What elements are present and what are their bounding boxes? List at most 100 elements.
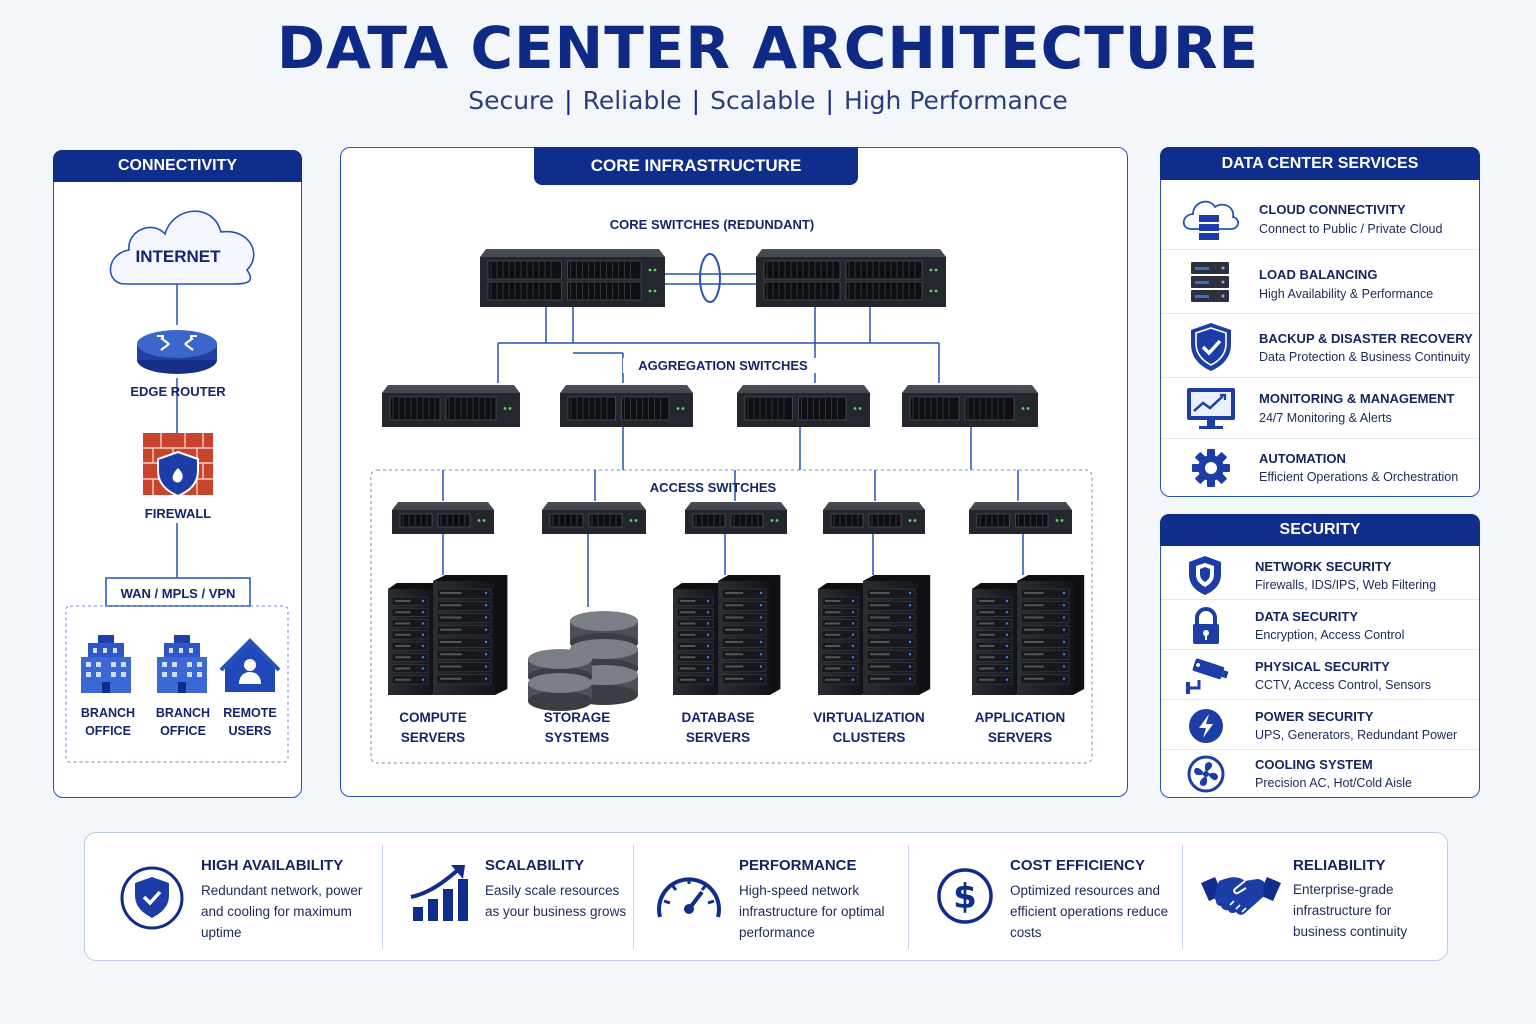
shield-check-icon <box>120 866 184 930</box>
remote-user-home-icon <box>219 638 281 692</box>
fan-icon <box>1187 755 1225 793</box>
feature-divider <box>908 845 909 949</box>
tagline-performance: High Performance <box>843 86 1068 115</box>
feature-title: SCALABILITY <box>485 857 585 874</box>
aggregation-switch-icon <box>382 385 520 427</box>
security-row: DATA SECURITY Encryption, Access Control <box>1161 599 1479 649</box>
page-tagline: Secure|Reliable|Scalable|High Performanc… <box>468 86 1068 115</box>
security-item-title: DATA SECURITY <box>1255 609 1359 624</box>
svg-text:$: $ <box>953 877 977 917</box>
core-switch-right-icon <box>756 249 946 307</box>
services-title: DATA CENTER SERVICES <box>1160 147 1480 180</box>
virtualization-cluster-rack-icon <box>863 575 931 695</box>
feature-high-availability: HIGH AVAILABILITY Redundant network, pow… <box>85 833 383 961</box>
security-title: SECURITY <box>1160 514 1480 546</box>
access-switch-icon <box>685 502 787 534</box>
virtualization-cluster-rack-icon <box>818 583 871 695</box>
feature-desc: Easily scale resources as your business … <box>485 883 627 919</box>
security-item-desc: Firewalls, IDS/IPS, Web Filtering <box>1255 578 1437 592</box>
connectivity-panel: CONNECTIVITY <box>53 150 302 798</box>
security-item-desc: Encryption, Access Control <box>1255 628 1405 642</box>
service-row: LOAD BALANCING High Availability & Perfo… <box>1161 249 1479 312</box>
edge-router-label: EDGE ROUTER <box>130 384 226 399</box>
power-bolt-icon <box>1189 709 1223 743</box>
core-infrastructure-panel: CORE INFRASTRUCTURE CORE SWITCHES (REDUN… <box>340 147 1128 797</box>
handshake-icon <box>1201 877 1281 915</box>
security-item-title: NETWORK SECURITY <box>1255 559 1392 574</box>
feature-title: HIGH AVAILABILITY <box>201 857 344 874</box>
lock-icon <box>1193 607 1219 644</box>
service-desc: High Availability & Performance <box>1259 287 1434 301</box>
feature-title: COST EFFICIENCY <box>1010 857 1146 874</box>
security-item-title: COOLING SYSTEM <box>1255 757 1373 772</box>
cloud-server-icon <box>1182 200 1239 240</box>
service-desc: 24/7 Monitoring & Alerts <box>1259 411 1392 425</box>
features-bar: HIGH AVAILABILITY Redundant network, pow… <box>84 832 1448 961</box>
core-switch-left-icon <box>480 249 665 307</box>
core-infrastructure-title: CORE INFRASTRUCTURE <box>534 147 858 185</box>
service-title: LOAD BALANCING <box>1259 267 1378 282</box>
service-title: MONITORING & MANAGEMENT <box>1259 391 1455 406</box>
access-switches-label: ACCESS SWITCHES <box>649 480 777 495</box>
storage-system-icon <box>528 611 638 711</box>
gear-icon <box>1192 449 1230 487</box>
core-switches-label: CORE SWITCHES (REDUNDANT) <box>609 217 815 232</box>
access-switch-icon <box>392 502 494 534</box>
tagline-secure: Secure <box>468 86 555 115</box>
monitor-chart-icon <box>1187 388 1235 429</box>
security-item-title: POWER SECURITY <box>1255 709 1374 724</box>
shield-icon <box>1189 556 1221 595</box>
security-row: PHYSICAL SECURITY CCTV, Access Control, … <box>1161 649 1479 699</box>
database-server-rack-icon <box>673 583 726 695</box>
security-panel: SECURITY NETWORK SECURITY Firewalls, IDS… <box>1160 514 1480 798</box>
feature-title: PERFORMANCE <box>739 857 857 874</box>
access-switch-icon <box>542 502 646 534</box>
service-row: CLOUD CONNECTIVITY Connect to Public / P… <box>1161 185 1479 248</box>
feature-cost-efficiency: $ COST EFFICIENCY Optimized resources an… <box>909 833 1182 961</box>
feature-scalability: SCALABILITY Easily scale resources as yo… <box>383 833 633 961</box>
service-title: CLOUD CONNECTIVITY <box>1259 202 1406 217</box>
compute-server-rack-icon <box>388 583 441 695</box>
edge-router-icon <box>137 330 217 374</box>
compute-server-rack-icon <box>433 575 508 695</box>
aggregation-switch-icon <box>560 385 693 427</box>
feature-desc: High-speed network infrastructure for op… <box>739 883 885 940</box>
feature-desc: Redundant network, power and cooling for… <box>201 883 363 940</box>
shield-check-icon <box>1191 323 1231 371</box>
security-row: COOLING SYSTEM Precision AC, Hot/Cold Ai… <box>1161 749 1479 797</box>
connectivity-diagram <box>65 210 289 763</box>
service-row: MONITORING & MANAGEMENT 24/7 Monitoring … <box>1161 377 1479 438</box>
branch-office-building-icon <box>81 635 131 693</box>
firewall-icon <box>143 433 213 498</box>
aggregation-switch-icon <box>902 385 1038 427</box>
security-item-title: PHYSICAL SECURITY <box>1255 659 1390 674</box>
core-network-diagram <box>370 249 1093 764</box>
connectivity-title: CONNECTIVITY <box>53 150 302 182</box>
branch-office-building-icon <box>157 635 207 693</box>
service-desc: Connect to Public / Private Cloud <box>1259 222 1443 236</box>
application-server-rack-icon <box>972 583 1025 695</box>
cctv-camera-icon <box>1186 658 1229 694</box>
database-server-rack-icon <box>718 575 781 695</box>
aggregation-switch-icon <box>737 385 870 427</box>
service-title: AUTOMATION <box>1259 451 1346 466</box>
feature-reliability: RELIABILITY Enterprise-grade infrastruct… <box>1183 833 1447 961</box>
internet-label: INTERNET <box>135 247 221 266</box>
service-title: BACKUP & DISASTER RECOVERY <box>1259 331 1473 346</box>
tagline-reliable: Reliable <box>582 86 682 115</box>
feature-divider <box>1182 845 1183 949</box>
feature-desc: Optimized resources and efficient operat… <box>1010 883 1169 940</box>
feature-performance: PERFORMANCE High-speed network infrastru… <box>634 833 908 961</box>
services-panel: DATA CENTER SERVICES CLOUD CONNECTIVITY … <box>1160 147 1480 497</box>
aggregation-switches-label: AGGREGATION SWITCHES <box>623 358 823 373</box>
firewall-label: FIREWALL <box>144 506 212 521</box>
server-stack-icon <box>1191 262 1229 302</box>
security-row: NETWORK SECURITY Firewalls, IDS/IPS, Web… <box>1161 549 1479 599</box>
